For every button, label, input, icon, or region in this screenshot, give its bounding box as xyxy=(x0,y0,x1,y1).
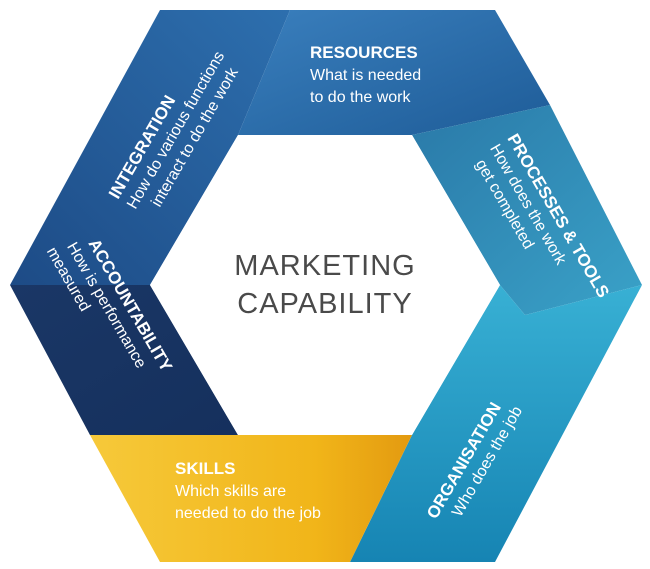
segment-processes-tools xyxy=(412,105,642,315)
segment-organisation xyxy=(350,285,642,562)
center-hexagon xyxy=(150,135,500,435)
skills-desc-line1: Which skills are xyxy=(175,483,286,500)
skills-title: SKILLS xyxy=(175,459,235,478)
center-title-line2: CAPABILITY xyxy=(237,288,412,320)
resources-desc-line2: to do the work xyxy=(310,89,412,106)
segment-accountability xyxy=(10,285,238,435)
skills-desc-line2: needed to do the job xyxy=(175,505,321,522)
resources-desc-line1: What is needed xyxy=(310,67,421,84)
segment-skills xyxy=(90,435,412,562)
resources-title: RESOURCES xyxy=(310,43,418,62)
segment-resources xyxy=(238,10,550,135)
segment-integration xyxy=(10,10,290,285)
center-title-line1: MARKETING xyxy=(234,250,415,282)
